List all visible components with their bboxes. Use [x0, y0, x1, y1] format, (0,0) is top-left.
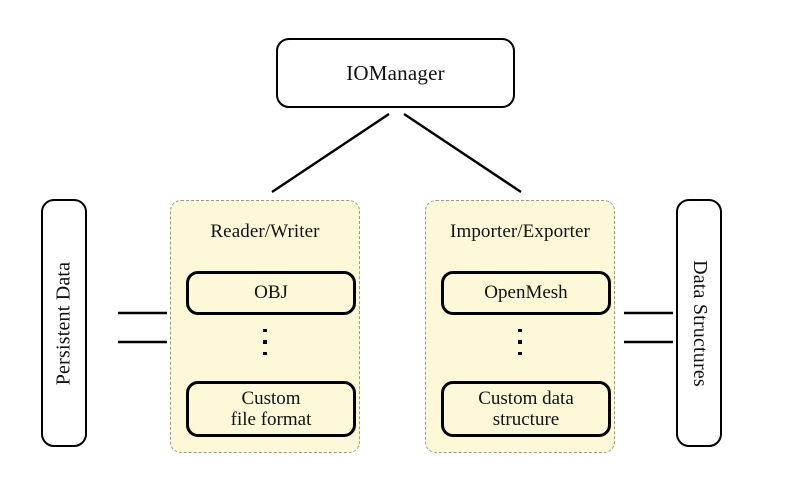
node-custom-data-structure-line1: Custom data [478, 387, 574, 409]
ellipsis-icon-importer-exporter [426, 329, 614, 356]
node-data-structures-label: Data Structures [688, 259, 711, 387]
arrow-iomanager-importer-exporter [403, 113, 522, 193]
node-custom-data-structure-line2: structure [492, 409, 560, 430]
node-obj[interactable]: OBJ [186, 271, 356, 315]
node-custom-file-format-label: Custom file format [231, 388, 312, 431]
node-custom-file-format-line1: Custom [241, 387, 301, 409]
panel-importer-exporter: Importer/Exporter OpenMesh Custom data s… [425, 200, 615, 453]
node-data-structures[interactable]: Data Structures [676, 199, 722, 447]
node-persistent-data[interactable]: Persistent Data [41, 199, 87, 447]
node-custom-file-format[interactable]: Custom file format [186, 381, 356, 437]
node-iomanager-label: IOManager [346, 60, 445, 85]
node-custom-data-structure-label: Custom data structure [478, 388, 574, 431]
ellipsis-icon-reader-writer [171, 329, 359, 356]
panel-reader-writer-title: Reader/Writer [210, 221, 320, 242]
arrow-iomanager-reader-writer [271, 113, 390, 193]
node-custom-data-structure[interactable]: Custom data structure [441, 381, 611, 437]
node-persistent-data-label: Persistent Data [52, 261, 75, 385]
node-openmesh[interactable]: OpenMesh [441, 271, 611, 315]
panel-reader-writer: Reader/Writer OBJ Custom file format [170, 200, 360, 453]
panel-importer-exporter-title: Importer/Exporter [450, 221, 590, 242]
node-openmesh-label: OpenMesh [484, 282, 568, 304]
node-custom-file-format-line2: file format [230, 409, 312, 430]
node-iomanager[interactable]: IOManager [276, 38, 515, 108]
node-obj-label: OBJ [254, 282, 288, 304]
